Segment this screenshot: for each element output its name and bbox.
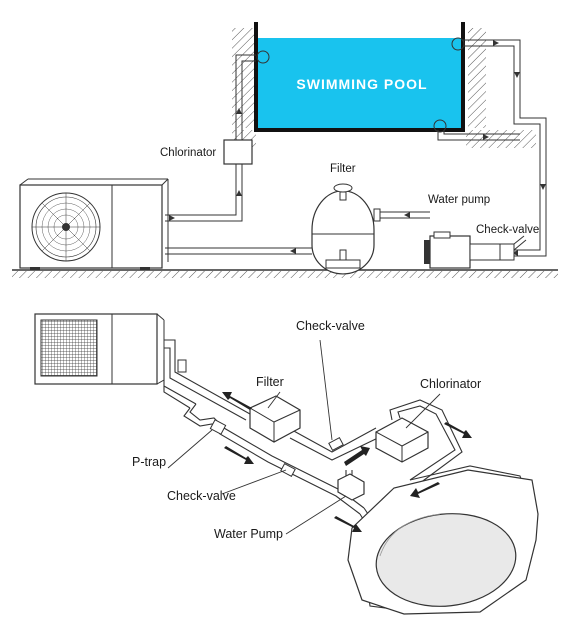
label-water-pump-bottom: Water Pump: [214, 527, 283, 541]
flow-arrow-icon: [444, 422, 472, 438]
flow-arrow-icon: [222, 392, 252, 410]
label-p-trap: P-trap: [132, 455, 166, 469]
pool-label: SWIMMING POOL: [296, 76, 427, 92]
flow-arrow-icon: [236, 108, 242, 114]
flow-arrow-icon: [493, 40, 499, 46]
label-water-pump-top: Water pump: [428, 194, 490, 206]
flow-arrow-icon: [540, 184, 546, 190]
label-check-valve-top: Check-valve: [476, 224, 539, 236]
fittings-bottom: [177, 359, 344, 478]
filter-bottom: [249, 395, 301, 443]
top-flow-arrows: [169, 40, 546, 256]
flow-arrow-icon: [290, 248, 296, 254]
bottom-diagram: Check-valve Filter Chlorinator P-trap Ch…: [34, 313, 539, 615]
top-pipes: [165, 39, 547, 257]
label-filter-bottom: Filter: [256, 375, 284, 389]
bottom-flow-arrows: [222, 392, 472, 532]
flow-arrow-icon: [169, 215, 175, 221]
chlorinator-bottom: [375, 417, 429, 463]
filter-top: [311, 183, 381, 275]
pool-structure: SWIMMING POOL: [232, 22, 536, 148]
pool-bottom: [347, 469, 539, 615]
flow-arrow-icon: [334, 516, 362, 532]
chlorinator-top: [223, 139, 253, 165]
label-chlorinator-bottom: Chlorinator: [420, 377, 481, 391]
top-diagram: SWIMMING POOL: [12, 22, 558, 278]
flow-arrow-icon: [512, 250, 518, 256]
flow-arrow-icon: [404, 212, 410, 218]
label-filter-top: Filter: [330, 163, 356, 175]
check-valve-top: [499, 235, 527, 261]
flow-arrow-icon: [344, 446, 370, 466]
label-check-valve-bottom: Check-valve: [167, 489, 236, 503]
pool-water: [256, 38, 462, 128]
fan-icon: [31, 192, 101, 262]
flow-arrow-icon: [224, 446, 254, 464]
label-check-valve-bottom-top: Check-valve: [296, 319, 365, 333]
leader-lines: [167, 339, 441, 535]
flow-arrow-icon: [514, 72, 520, 78]
water-pump-bottom: [337, 473, 365, 501]
flow-arrow-icon: [236, 190, 242, 196]
label-chlorinator-top: Chlorinator: [160, 147, 216, 159]
heat-pump-unit-bottom: [34, 313, 165, 385]
water-pump-top: [424, 231, 501, 269]
flow-arrow-icon: [483, 134, 489, 140]
heat-pump-unit: [19, 178, 169, 270]
ground: [12, 269, 558, 278]
flow-arrow-icon: [410, 482, 440, 498]
